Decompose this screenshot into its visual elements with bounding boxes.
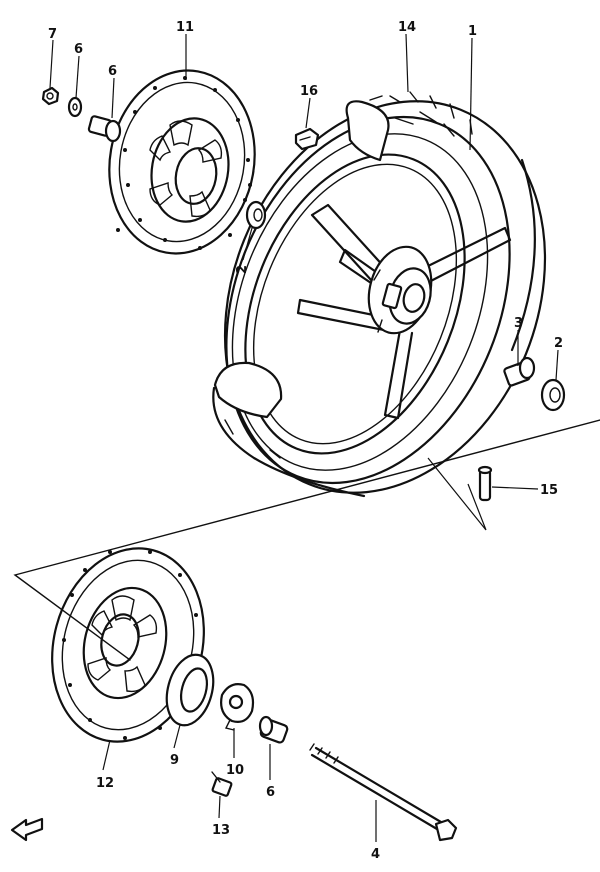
callout-15: 15	[540, 483, 558, 498]
leader-lines	[49, 33, 559, 842]
callout-12: 12	[96, 776, 114, 791]
callout-7: 7	[48, 27, 57, 42]
callout-6-bolt: 6	[108, 64, 117, 79]
rim-balance-weight[interactable]	[294, 127, 320, 151]
wheel-hub[interactable]	[360, 240, 441, 341]
axle-spacer[interactable]	[503, 356, 536, 387]
callout-4: 4	[371, 847, 380, 862]
callout-13: 13	[212, 823, 230, 838]
axle-collar-left[interactable]	[258, 715, 289, 744]
front-arrow-icon	[10, 817, 44, 842]
disc-nut[interactable]	[41, 86, 60, 106]
disc-washer[interactable]	[67, 96, 83, 118]
disc-bolt-upper[interactable]	[87, 115, 122, 143]
front-wheel-tire[interactable]	[168, 53, 600, 541]
callout-6-washer: 6	[74, 42, 83, 57]
callout-11: 11	[176, 20, 194, 35]
spacer-collar-right[interactable]	[540, 378, 566, 412]
disc-bolt-lower[interactable]	[211, 771, 233, 797]
callout-1: 1	[468, 24, 477, 39]
upper-brake-disc[interactable]	[95, 59, 269, 265]
assembly-plane	[13, 419, 600, 661]
speedometer-gear-retainer[interactable]	[159, 650, 220, 731]
callout-10: 10	[226, 763, 244, 778]
callout-2-right: 2	[554, 336, 563, 351]
spacer-collar-left[interactable]	[245, 200, 267, 230]
tire-valve[interactable]	[477, 465, 493, 502]
callout-9: 9	[170, 753, 179, 768]
callout-3: 3	[514, 316, 523, 331]
callout-16: 16	[300, 84, 318, 99]
callout-14: 14	[398, 20, 416, 35]
front-axle[interactable]	[309, 743, 458, 842]
callout-2-left: 2	[235, 265, 250, 274]
callout-6-collar: 6	[266, 785, 275, 800]
lower-brake-disc[interactable]	[31, 531, 225, 759]
speedometer-gearbox[interactable]	[220, 683, 255, 731]
